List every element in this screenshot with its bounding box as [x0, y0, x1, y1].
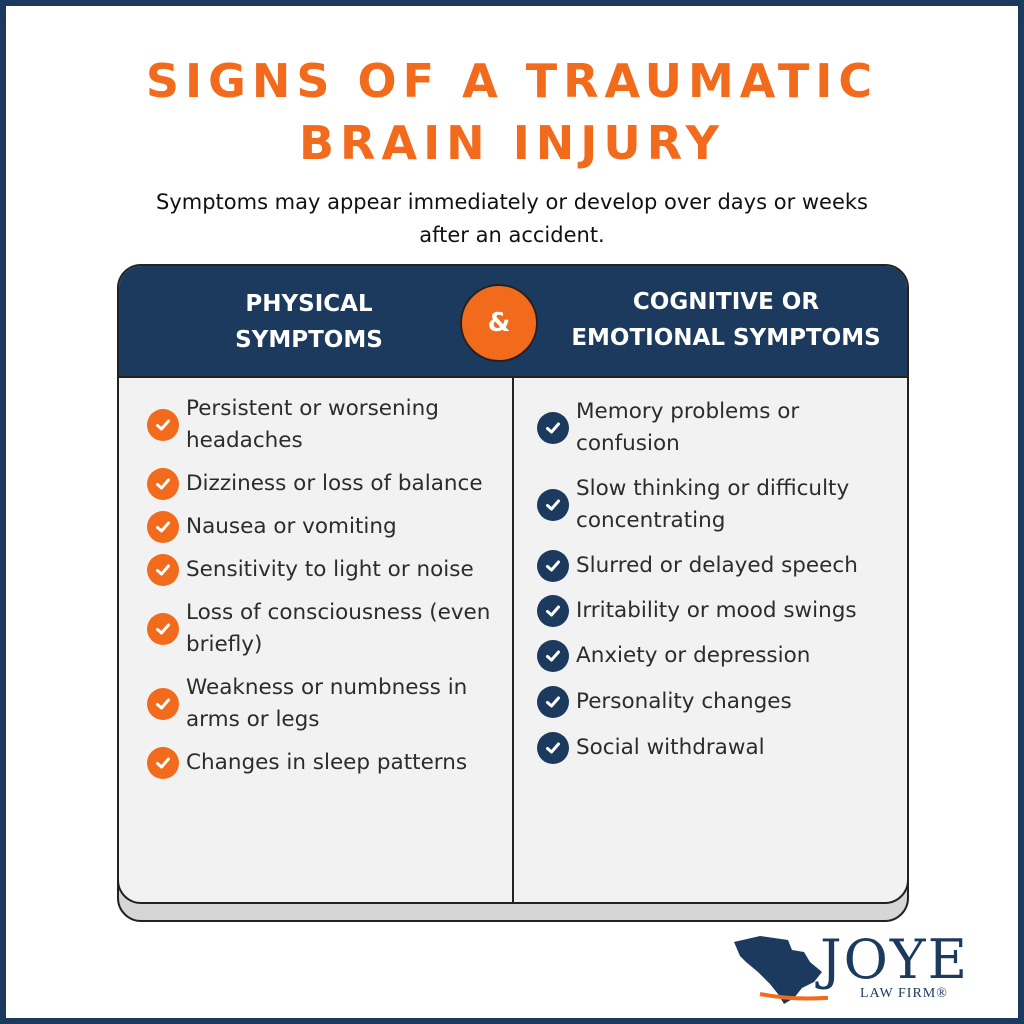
- logo-name: JOYE: [820, 928, 969, 991]
- symptom-text: Sensitivity to light or noise: [186, 557, 474, 582]
- check-circle-icon: [147, 747, 179, 779]
- joye-law-firm-logo: JOYE LAW FIRM®: [730, 930, 980, 1010]
- title-line-2: BRAIN INJURY: [298, 116, 725, 170]
- symptom-text: Memory problems or confusion: [576, 399, 800, 456]
- symptom-text: Loss of consciousness (even briefly): [186, 600, 491, 657]
- symptom-text: Slurred or delayed speech: [576, 553, 858, 578]
- symptom-text: Weakness or numbness in arms or legs: [186, 675, 468, 732]
- symptom-text: Nausea or vomiting: [186, 514, 397, 539]
- list-item: Sensitivity to light or noise: [147, 554, 517, 586]
- cognitive-header-line-1: COGNITIVE OR: [632, 289, 820, 315]
- check-circle-icon: [537, 595, 569, 627]
- symptom-text: Personality changes: [576, 689, 792, 714]
- subtitle-line-1: Symptoms may appear immediately or devel…: [155, 190, 868, 214]
- check-circle-icon: [147, 688, 179, 720]
- list-item: Slurred or delayed speech: [537, 550, 899, 582]
- list-item: Memory problems or confusion: [537, 396, 899, 460]
- south-carolina-state-icon: [734, 936, 828, 1004]
- subtitle: Symptoms may appear immediately or devel…: [90, 186, 934, 252]
- list-item: Dizziness or loss of balance: [147, 468, 517, 500]
- symptom-text: Dizziness or loss of balance: [186, 471, 483, 496]
- check-circle-icon: [537, 489, 569, 521]
- cognitive-symptoms-list: Memory problems or confusion Slow thinki…: [537, 396, 899, 778]
- list-item: Loss of consciousness (even briefly): [147, 597, 517, 661]
- symptom-text: Irritability or mood swings: [576, 598, 857, 623]
- ampersand-badge: &: [460, 284, 538, 362]
- check-circle-icon: [147, 554, 179, 586]
- check-circle-icon: [147, 511, 179, 543]
- physical-header-line-2: SYMPTOMS: [235, 327, 383, 353]
- check-circle-icon: [147, 613, 179, 645]
- symptoms-card: PHYSICAL SYMPTOMS & COGNITIVE OR EMOTION…: [117, 264, 909, 904]
- list-item: Irritability or mood swings: [537, 595, 899, 627]
- list-item: Slow thinking or difficulty concentratin…: [537, 473, 899, 537]
- list-item: Personality changes: [537, 686, 899, 718]
- physical-symptoms-header: PHYSICAL SYMPTOMS: [159, 286, 459, 358]
- symptom-text: Changes in sleep patterns: [186, 750, 468, 775]
- subtitle-line-2: after an accident.: [419, 223, 605, 247]
- list-item: Anxiety or depression: [537, 640, 899, 672]
- logo-tagline: LAW FIRM®: [860, 986, 948, 1001]
- check-circle-icon: [147, 409, 179, 441]
- check-circle-icon: [537, 412, 569, 444]
- cognitive-header-line-2: EMOTIONAL SYMPTOMS: [571, 325, 881, 351]
- list-item: Weakness or numbness in arms or legs: [147, 672, 517, 736]
- symptom-text: Persistent or worsening headaches: [186, 396, 439, 453]
- symptom-text: Anxiety or depression: [576, 643, 811, 668]
- physical-header-line-1: PHYSICAL: [245, 291, 373, 317]
- symptom-text: Slow thinking or difficulty concentratin…: [576, 476, 850, 533]
- check-circle-icon: [537, 732, 569, 764]
- physical-symptoms-list: Persistent or worsening headaches Dizzin…: [147, 393, 517, 790]
- list-item: Changes in sleep patterns: [147, 747, 517, 779]
- check-circle-icon: [537, 686, 569, 718]
- list-item: Persistent or worsening headaches: [147, 393, 517, 457]
- title-line-1: SIGNS OF A TRAUMATIC: [145, 54, 879, 108]
- check-circle-icon: [147, 468, 179, 500]
- cognitive-symptoms-header: COGNITIVE OR EMOTIONAL SYMPTOMS: [551, 284, 901, 356]
- page-title: SIGNS OF A TRAUMATIC BRAIN INJURY: [0, 50, 1024, 174]
- list-item: Nausea or vomiting: [147, 511, 517, 543]
- check-circle-icon: [537, 640, 569, 672]
- list-item: Social withdrawal: [537, 732, 899, 764]
- check-circle-icon: [537, 550, 569, 582]
- column-divider: [512, 376, 514, 902]
- symptom-text: Social withdrawal: [576, 735, 765, 760]
